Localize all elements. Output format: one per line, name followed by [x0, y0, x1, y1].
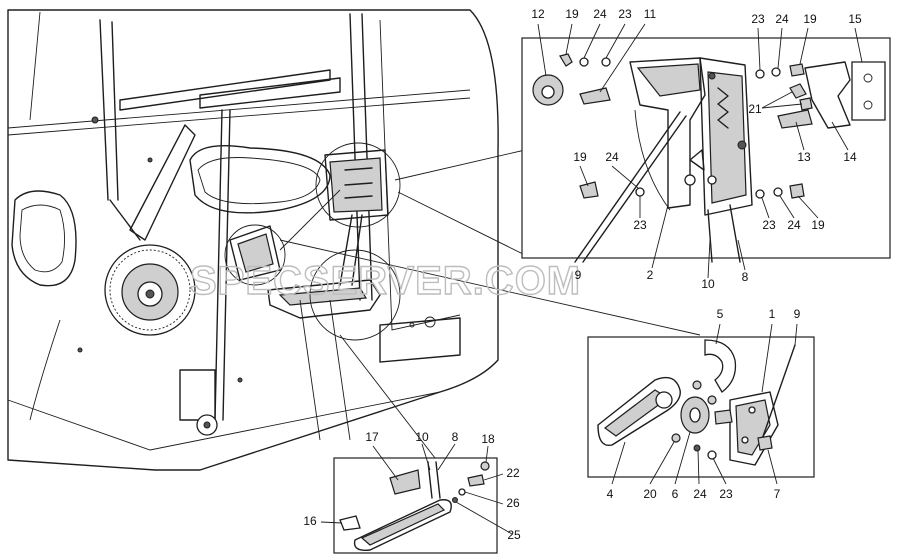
handle-leaders [320, 443, 513, 535]
callout-19: 19 [565, 7, 579, 21]
callout-10: 10 [415, 430, 429, 444]
detail-leaders [537, 23, 863, 279]
callout-labels: 12 19 24 23 11 23 24 19 15 21 13 14 19 2… [303, 7, 862, 542]
door-panel [7, 9, 499, 471]
callout-14: 14 [843, 150, 857, 164]
callout-24: 24 [693, 487, 707, 501]
callout-19: 19 [811, 218, 825, 232]
callout-25: 25 [507, 528, 521, 542]
leader-line [394, 149, 526, 181]
callout-9: 9 [575, 268, 582, 282]
callout-8: 8 [452, 430, 459, 444]
watermark-text: SPECSERVER.COM [190, 259, 581, 303]
callout-13: 13 [797, 150, 811, 164]
callout-2: 2 [647, 268, 654, 282]
callout-10: 10 [701, 277, 715, 291]
callout-12: 12 [531, 7, 545, 21]
callout-6: 6 [672, 487, 679, 501]
latch-detail-frame [587, 336, 815, 478]
callout-8: 8 [742, 270, 749, 284]
callout-11: 11 [644, 7, 657, 21]
callout-20: 20 [643, 487, 657, 501]
callout-15: 15 [848, 12, 862, 26]
callout-24: 24 [787, 218, 801, 232]
callout-26: 26 [506, 496, 520, 510]
callout-1: 1 [769, 307, 776, 321]
callout-5: 5 [717, 307, 724, 321]
callout-19: 19 [803, 12, 817, 26]
leader-line [397, 191, 526, 256]
callout-23: 23 [719, 487, 733, 501]
callout-4: 4 [607, 487, 614, 501]
callout-18: 18 [481, 432, 495, 446]
leader-line [279, 239, 701, 336]
callout-22: 22 [506, 466, 520, 480]
callout-23: 23 [762, 218, 776, 232]
callout-24: 24 [775, 12, 789, 26]
lock-detail-frame [521, 37, 891, 263]
callout-23: 23 [633, 218, 647, 232]
latch-leaders [611, 323, 798, 485]
callout-24: 24 [593, 7, 607, 21]
callout-17: 17 [365, 430, 379, 444]
callout-21: 21 [748, 102, 762, 116]
callout-23: 23 [618, 7, 632, 21]
callout-24: 24 [605, 150, 619, 164]
callout-7: 7 [774, 487, 781, 501]
callout-23: 23 [751, 12, 765, 26]
callout-19: 19 [573, 150, 587, 164]
callout-9: 9 [794, 307, 801, 321]
callout-16: 16 [303, 514, 317, 528]
handle-detail-frame [333, 457, 498, 554]
leader-line [339, 334, 436, 459]
